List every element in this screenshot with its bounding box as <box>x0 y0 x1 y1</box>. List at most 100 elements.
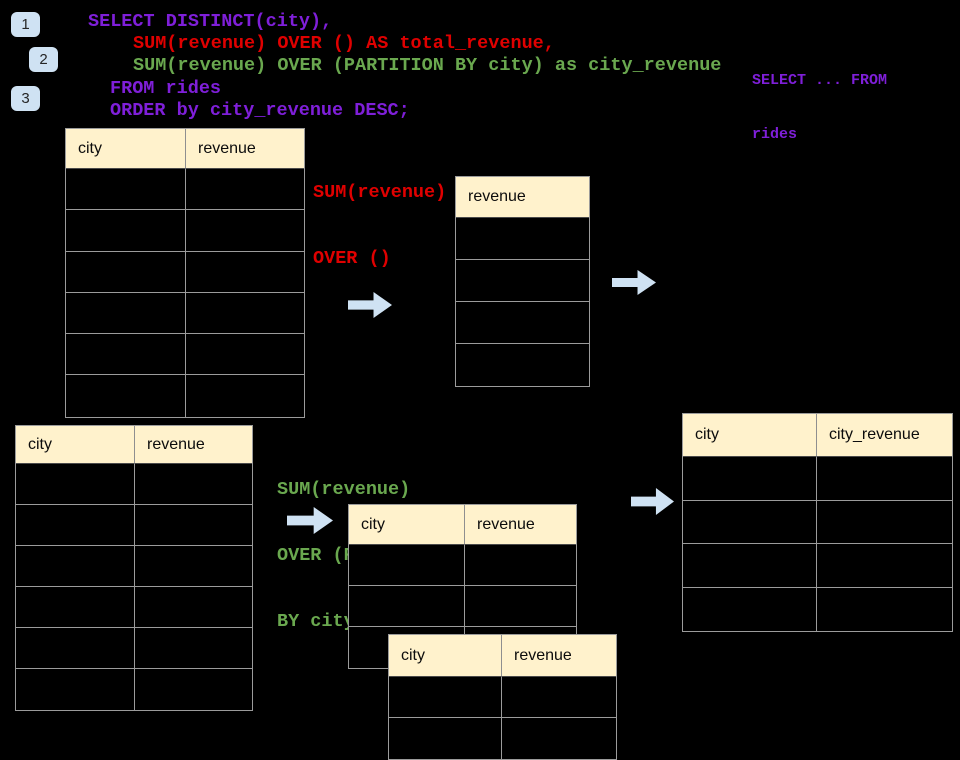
step-badge-2: 2 <box>29 47 58 72</box>
empty-cell <box>135 669 252 710</box>
empty-cell <box>349 545 465 586</box>
sql-line-from: FROM rides <box>110 78 222 99</box>
empty-cell <box>817 587 952 631</box>
slide-canvas: { "colors": { "background": "#000000", "… <box>11 11 953 760</box>
table-empty-row <box>16 628 252 669</box>
result-table: city city_revenue <box>682 413 953 632</box>
table-header-row: city revenue <box>349 505 576 545</box>
empty-cell <box>186 251 304 293</box>
empty-cell <box>135 587 252 628</box>
column-header-revenue: revenue <box>502 635 616 677</box>
empty-cell <box>502 677 616 718</box>
note-line: rides <box>752 126 798 143</box>
empty-cell <box>66 251 186 293</box>
empty-cell <box>135 546 252 587</box>
column-header-city: city <box>389 635 502 677</box>
table-empty-row <box>16 669 252 710</box>
empty-cell <box>683 587 817 631</box>
table-empty-row <box>66 334 304 376</box>
table-empty-row <box>349 586 576 627</box>
table-empty-row <box>66 375 304 417</box>
empty-cell <box>16 464 135 505</box>
table-header-row: city revenue <box>16 426 252 464</box>
empty-cell <box>66 292 186 335</box>
empty-cell <box>456 302 589 344</box>
empty-cell <box>456 344 589 386</box>
empty-cell <box>135 505 252 546</box>
empty-cell <box>817 500 952 544</box>
table-empty-row <box>66 210 304 252</box>
empty-cell <box>16 546 135 587</box>
note-line: SELECT ... FROM <box>752 72 888 89</box>
empty-cell <box>66 169 186 211</box>
column-header-revenue: revenue <box>135 426 252 464</box>
empty-cell <box>66 375 186 417</box>
table-empty-row <box>456 260 589 302</box>
table-empty-row <box>456 218 589 260</box>
empty-cell <box>456 260 589 302</box>
column-header-revenue: revenue <box>186 129 304 169</box>
column-header-city-revenue: city_revenue <box>817 414 952 457</box>
sql-line-sum-partition: SUM(revenue) OVER (PARTITION BY city) as… <box>133 55 722 76</box>
partition-group-table-2: city revenue <box>388 634 617 760</box>
step-badge-3: 3 <box>11 86 40 111</box>
table-empty-row <box>389 677 616 718</box>
table-header-row: city city_revenue <box>683 414 952 457</box>
right-arrow-icon <box>612 270 656 295</box>
empty-cell <box>186 334 304 376</box>
table-empty-row <box>456 302 589 344</box>
empty-cell <box>186 292 304 335</box>
column-header-city: city <box>16 426 135 464</box>
empty-cell <box>186 210 304 252</box>
column-header-revenue: revenue <box>456 177 589 218</box>
empty-cell <box>186 375 304 417</box>
empty-cell <box>389 718 502 759</box>
empty-cell <box>465 545 576 586</box>
empty-cell <box>817 457 952 501</box>
source-table-top: city revenue <box>65 128 305 418</box>
table-empty-row <box>16 505 252 546</box>
sql-line-sum-over: SUM(revenue) OVER () AS total_revenue, <box>133 33 555 54</box>
table-header-row: city revenue <box>389 635 616 677</box>
sql-line-order-by: ORDER by city_revenue DESC; <box>110 100 410 121</box>
table-empty-row <box>389 718 616 759</box>
note-line: SUM(revenue) <box>313 182 447 203</box>
step-badge-1: 1 <box>11 12 40 37</box>
column-header-city: city <box>66 129 186 169</box>
table-empty-row <box>16 464 252 505</box>
table-empty-row <box>683 500 952 544</box>
column-header-revenue: revenue <box>465 505 576 545</box>
empty-cell <box>66 210 186 252</box>
empty-cell <box>66 334 186 376</box>
empty-cell <box>683 457 817 501</box>
table-empty-row <box>16 546 252 587</box>
table-header-row: revenue <box>456 177 589 218</box>
empty-cell <box>186 169 304 211</box>
empty-cell <box>817 544 952 588</box>
total-revenue-table: revenue <box>455 176 590 387</box>
empty-cell <box>349 586 465 627</box>
column-header-city: city <box>349 505 465 545</box>
table-empty-row <box>456 344 589 386</box>
empty-cell <box>16 505 135 546</box>
empty-cell <box>16 628 135 669</box>
empty-cell <box>135 628 252 669</box>
table-empty-row <box>683 457 952 501</box>
empty-cell <box>456 218 589 260</box>
right-arrow-icon <box>631 488 674 515</box>
empty-cell <box>389 677 502 718</box>
table-empty-row <box>66 251 304 293</box>
table-empty-row <box>683 544 952 588</box>
empty-cell <box>135 464 252 505</box>
sum-over-all-note: SUM(revenue) OVER () <box>313 138 446 292</box>
sql-line-select: SELECT DISTINCT(city), <box>88 11 333 32</box>
table-header-row: city revenue <box>66 129 304 169</box>
from-rides-note: SELECT ... FROM rides <box>752 36 887 162</box>
note-line: SUM(revenue) <box>277 479 411 500</box>
note-line: OVER () <box>313 248 391 269</box>
empty-cell <box>16 669 135 710</box>
empty-cell <box>465 586 576 627</box>
table-empty-row <box>66 169 304 211</box>
table-empty-row <box>683 587 952 631</box>
right-arrow-icon <box>348 292 392 318</box>
